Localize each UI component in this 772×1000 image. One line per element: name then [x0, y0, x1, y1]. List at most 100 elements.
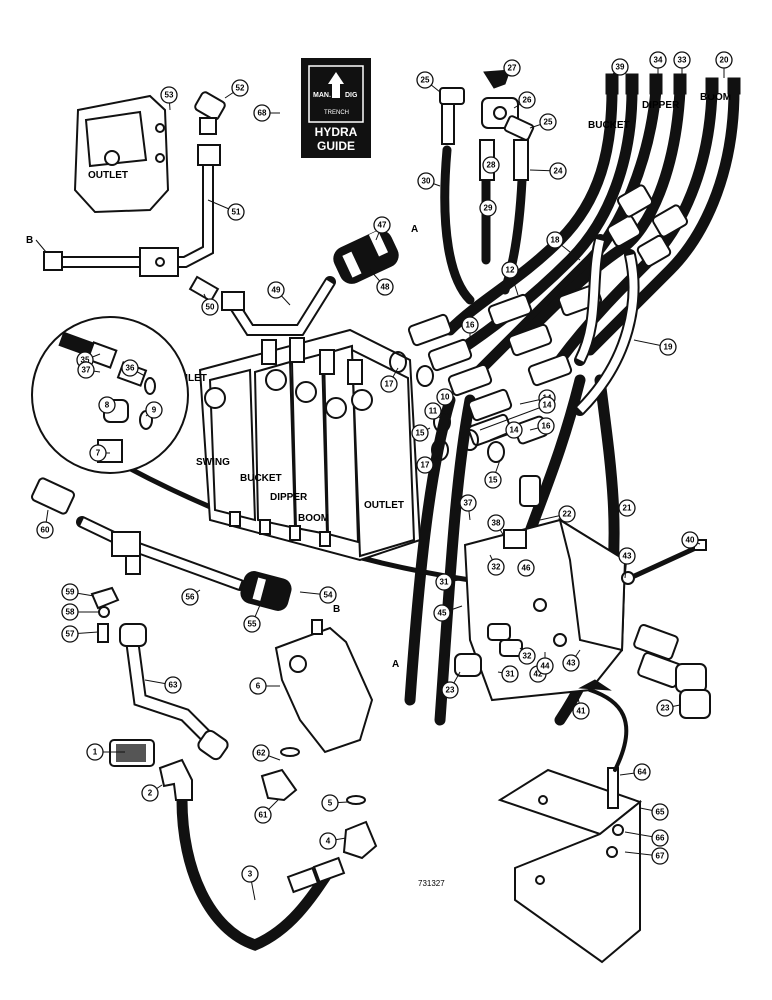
callout-circle — [267, 281, 285, 299]
callout-number-48: 48 — [381, 283, 390, 292]
callout-circle — [505, 421, 523, 439]
callout-number-23: 23 — [446, 686, 455, 695]
hose-labels: BUCKET DIPPER BOOM — [588, 73, 741, 131]
callout-number-66: 66 — [656, 834, 665, 843]
callout-circle — [482, 156, 500, 174]
callout-circle — [319, 832, 337, 850]
callout-circle — [160, 86, 178, 104]
callout-number-61: 61 — [259, 811, 268, 820]
dipper-hose-label: DIPPER — [642, 100, 680, 111]
callout-number-46: 46 — [522, 564, 531, 573]
callout-circle — [77, 361, 95, 379]
ref-a-bottom: A — [392, 659, 399, 670]
callout-circle — [459, 494, 477, 512]
callout-number-29: 29 — [484, 204, 493, 213]
callout-number-50: 50 — [206, 303, 215, 312]
outlet-top-assembly: OUTLET B — [26, 91, 336, 336]
callout-circle — [461, 316, 479, 334]
callout-number-35: 35 — [81, 356, 90, 365]
callout-number-49: 49 — [272, 286, 281, 295]
callout-circle — [416, 456, 434, 474]
decal-man: MAN. — [313, 92, 331, 99]
callout-number-38: 38 — [492, 519, 501, 528]
mounting-bracket — [497, 679, 643, 964]
valve-block-41: A — [392, 475, 711, 719]
callout-number-37: 37 — [82, 366, 91, 375]
callout-circle — [651, 829, 669, 847]
callout-circle — [254, 806, 272, 824]
callout-circle — [435, 573, 453, 591]
callout-number-31: 31 — [440, 578, 449, 587]
callout-number-67: 67 — [656, 852, 665, 861]
callout-number-8: 8 — [105, 401, 110, 410]
callout-number-51: 51 — [232, 208, 241, 217]
callout-number-27: 27 — [508, 64, 517, 73]
ref-a-top: A — [411, 224, 418, 235]
figure-number: 731327 — [418, 879, 445, 888]
callout-circle — [539, 113, 557, 131]
callout-circle — [145, 401, 163, 419]
callout-number-11: 11 — [429, 407, 438, 416]
callout-circle — [201, 298, 219, 316]
callout-circle — [537, 417, 555, 435]
callout-number-14: 14 — [543, 401, 552, 410]
callout-number-4: 4 — [326, 837, 331, 846]
callout-number-2: 2 — [148, 789, 153, 798]
callout-number-25: 25 — [544, 118, 553, 127]
callout-number-54: 54 — [324, 591, 333, 600]
callout-circle — [61, 625, 79, 643]
callout-circle — [86, 743, 104, 761]
callout-number-58: 58 — [66, 608, 75, 617]
callout-circle — [479, 199, 497, 217]
callout-circle — [373, 216, 391, 234]
callout-number-17: 17 — [385, 380, 394, 389]
callout-circle — [36, 521, 54, 539]
callout-circle — [376, 278, 394, 296]
callout-circle — [181, 588, 199, 606]
callout-circle — [611, 58, 629, 76]
callout-circle — [558, 505, 576, 523]
callout-number-15: 15 — [489, 476, 498, 485]
callout-number-26: 26 — [523, 96, 532, 105]
callout-number-16: 16 — [466, 321, 475, 330]
callout-number-63: 63 — [169, 681, 178, 690]
callout-number-10: 10 — [441, 393, 450, 402]
callout-circle — [501, 665, 519, 683]
callout-circle — [487, 558, 505, 576]
callout-circle — [518, 647, 536, 665]
callout-number-25: 25 — [421, 76, 430, 85]
callout-circle — [243, 615, 261, 633]
callout-number-18: 18 — [551, 236, 560, 245]
callout-number-28: 28 — [487, 161, 496, 170]
callout-number-43: 43 — [623, 552, 632, 561]
ref-b-left: B — [26, 235, 33, 246]
callout-circle — [501, 261, 519, 279]
callout-number-52: 52 — [236, 84, 245, 93]
inlet-label: INLET — [178, 373, 207, 384]
callout-circle — [572, 702, 590, 720]
callout-circle — [633, 763, 651, 781]
bucket-hose-label: BUCKET — [588, 120, 630, 131]
callout-number-68: 68 — [258, 109, 267, 118]
callout-number-64: 64 — [638, 768, 647, 777]
callout-circle — [517, 559, 535, 577]
callout-number-12: 12 — [506, 266, 515, 275]
callout-circle — [549, 162, 567, 180]
dipper-valve-label: DIPPER — [270, 492, 308, 503]
callout-circle — [411, 424, 429, 442]
callout-circle — [433, 604, 451, 622]
callout-circle — [231, 79, 249, 97]
callout-number-3: 3 — [248, 870, 253, 879]
decal-guide: GUIDE — [317, 139, 355, 153]
callout-circle — [618, 499, 636, 517]
callout-circle — [681, 531, 699, 549]
callout-circle — [89, 444, 107, 462]
callout-number-30: 30 — [422, 177, 431, 186]
callout-number-37: 37 — [464, 499, 473, 508]
callout-circle — [253, 104, 271, 122]
callout-circle — [424, 402, 442, 420]
callout-number-32: 32 — [523, 652, 532, 661]
callout-circle — [487, 514, 505, 532]
callout-number-42: 42 — [534, 670, 543, 679]
callout-number-7: 7 — [96, 449, 101, 458]
